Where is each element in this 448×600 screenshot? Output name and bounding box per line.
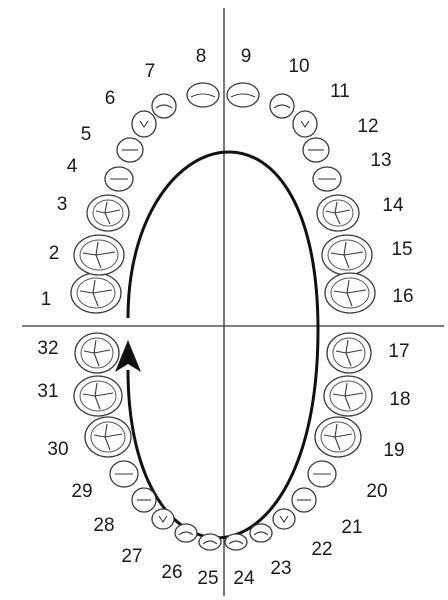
tooth-11: 11	[293, 81, 350, 137]
tooth-crown	[175, 524, 197, 542]
tooth-number-label: 8	[196, 46, 207, 67]
tooth-20: 20	[308, 461, 388, 502]
tooth-number-label: 6	[105, 88, 116, 109]
tooth-crown	[152, 94, 176, 118]
tooth-crown	[152, 509, 174, 529]
tooth-number-label: 20	[366, 481, 387, 502]
tooth-14: 14	[317, 195, 404, 231]
tooth-crown	[187, 83, 219, 107]
tooth-27: 27	[121, 509, 174, 567]
tooth-16: 16	[325, 273, 414, 313]
tooth-number-label: 27	[121, 546, 142, 567]
tooth-3: 3	[57, 194, 129, 231]
tooth-30: 30	[47, 417, 131, 460]
tooth-number-label: 10	[288, 56, 309, 77]
tooth-number-label: 22	[311, 539, 332, 560]
tooth-10: 10	[270, 56, 310, 118]
tooth-crown	[225, 534, 247, 550]
tooth-8: 8	[187, 46, 219, 107]
tooth-number-label: 21	[341, 517, 362, 538]
tooth-number-label: 25	[197, 568, 218, 589]
tooth-crown	[270, 94, 294, 118]
tooth-24: 24	[225, 534, 255, 589]
tooth-number-label: 18	[389, 389, 410, 410]
tooth-number-label: 7	[145, 61, 156, 82]
tooth-number-label: 3	[57, 194, 68, 215]
tooth-number-label: 23	[270, 558, 291, 579]
tooth-number-label: 1	[41, 289, 52, 310]
tooth-number-label: 31	[37, 381, 58, 402]
tooth-7: 7	[145, 61, 176, 118]
tooth-26: 26	[161, 524, 197, 583]
tooth-number-label: 2	[49, 243, 60, 264]
tooth-22: 22	[273, 509, 333, 560]
tooth-crown	[250, 524, 272, 542]
tooth-number-label: 26	[161, 562, 182, 583]
tooth-29: 29	[71, 461, 138, 502]
tooth-number-label: 24	[233, 568, 255, 589]
tooth-crown	[273, 509, 295, 529]
tooth-25: 25	[197, 534, 221, 589]
tooth-4: 4	[67, 156, 133, 191]
charting-path	[128, 152, 318, 538]
tooth-number-label: 29	[71, 481, 92, 502]
tooth-28: 28	[93, 488, 156, 536]
tooth-15: 15	[322, 235, 413, 275]
tooth-crown	[199, 534, 221, 550]
tooth-number-label: 30	[47, 439, 68, 460]
tooth-crown	[293, 111, 317, 137]
tooth-crown	[75, 333, 119, 373]
tooth-32: 32	[37, 333, 119, 373]
tooth-crown	[132, 111, 156, 137]
tooth-19: 19	[315, 417, 405, 461]
tooth-number-label: 32	[37, 338, 58, 359]
tooth-number-label: 12	[357, 116, 378, 137]
tooth-1: 1	[41, 273, 121, 313]
tooth-6: 6	[105, 88, 156, 137]
tooth-21: 21	[292, 488, 363, 538]
tooth-23: 23	[250, 524, 292, 579]
tooth-number-label: 16	[392, 286, 413, 307]
tooth-crown	[327, 333, 371, 373]
tooth-2: 2	[49, 235, 124, 275]
tooth-number-label: 11	[330, 81, 350, 102]
tooth-number-label: 13	[370, 150, 391, 171]
tooth-number-label: 4	[67, 156, 78, 177]
tooth-number-label: 28	[93, 515, 114, 536]
tooth-31: 31	[37, 376, 122, 416]
tooth-number-label: 17	[388, 341, 409, 362]
tooth-number-label: 15	[391, 239, 412, 260]
tooth-17: 17	[327, 333, 410, 373]
tooth-crown	[227, 83, 259, 107]
tooth-number-label: 19	[383, 440, 404, 461]
tooth-number-label: 5	[81, 124, 92, 145]
tooth-number-label: 14	[382, 195, 404, 216]
tooth-number-label: 9	[241, 46, 252, 67]
tooth-9: 9	[227, 46, 259, 107]
tooth-18: 18	[324, 376, 411, 416]
